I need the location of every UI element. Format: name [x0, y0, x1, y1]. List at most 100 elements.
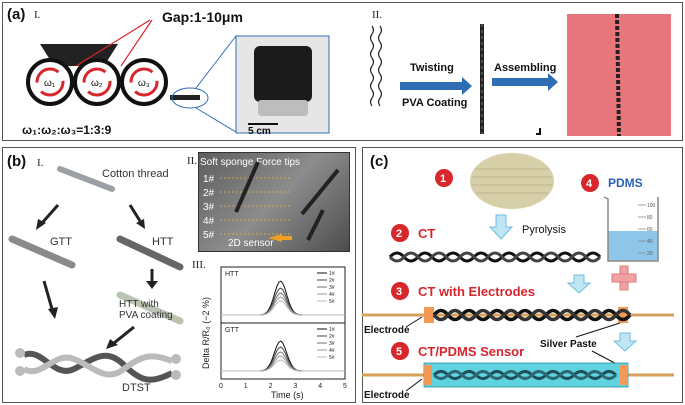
step1-label-a: Twisting	[410, 62, 454, 74]
response-curve-gtt-1	[221, 340, 345, 372]
photo-row-5: 5#	[203, 230, 215, 241]
arrow-htt-dtst-head	[106, 339, 118, 349]
panel-b-part3-label: III.	[192, 259, 206, 271]
panel-b-label: (b)	[7, 153, 27, 170]
step1-label-b: PVA Coating	[402, 97, 467, 109]
plus-icon	[611, 265, 637, 291]
silver-paste-right-1	[618, 307, 628, 323]
pyrolysis-label: Pyrolysis	[522, 224, 567, 236]
arrow-htt-pva-head	[146, 281, 158, 289]
step2-label: Assembling	[494, 62, 556, 74]
ct-electrodes-label: CT with Electrodes	[418, 284, 535, 299]
spool-lines	[472, 168, 552, 194]
force-tip-1-icon	[234, 161, 260, 213]
panel-c-label: (c)	[370, 153, 389, 170]
beaker-tick-60: 60	[647, 227, 653, 233]
output-fiber-icon	[170, 95, 200, 100]
twisting-arrow-icon	[400, 77, 472, 95]
x-tick-label: 1	[244, 383, 248, 390]
sensor-photo-overlay: Soft sponge Force tips 1# 2# 3# 4# 5# 2D…	[200, 157, 340, 249]
ct-pdms-label: CT/PDMS Sensor	[418, 344, 524, 359]
step4-number: 4	[586, 178, 593, 190]
plot-ylabel: Delta R/R₀ (−2 %)	[201, 297, 211, 369]
htt-pva-rod-icon	[116, 291, 184, 325]
roller-3-icon	[120, 58, 168, 106]
ct-label: CT	[418, 226, 435, 241]
arrow-htt-dtst	[113, 325, 135, 345]
htt-pva-label-b: PVA coating	[119, 310, 173, 321]
corner-mark	[536, 128, 541, 135]
step5-badge-icon	[391, 342, 409, 360]
pdms-coating	[423, 362, 629, 388]
step1-badge-icon	[435, 169, 453, 187]
silver-paste-pointer-1	[575, 322, 621, 338]
panel-c-diagram: 1 Pyrolysis 4 PDMS 100 80 60 40 20 2 CT …	[362, 153, 674, 401]
force-tip-3-icon	[306, 209, 325, 241]
htt-pva-label-a: HTT with	[119, 299, 159, 310]
beaker-ticks	[638, 204, 646, 254]
legend-label: 1#	[329, 327, 335, 333]
silver-paste-left-2	[424, 365, 432, 385]
panel-a-part1-label: I.	[34, 9, 41, 21]
pdms-label: PDMS	[608, 176, 643, 190]
roller-2-label: ω₂	[91, 78, 103, 89]
x-tick-label: 4	[318, 383, 322, 390]
arrow-gtt-dtst-head	[48, 307, 58, 319]
step3-badge-icon	[391, 282, 409, 300]
plot-bottom-frame	[220, 322, 346, 380]
step1-number: 1	[440, 173, 446, 185]
zoom-line-bottom	[195, 107, 237, 133]
gtt-label: GTT	[50, 236, 72, 248]
electrode-1-label: Electrode	[364, 325, 410, 336]
cotton-spool-icon	[470, 153, 554, 209]
spool-base-icon	[258, 100, 308, 116]
response-curve-htt-5	[221, 300, 345, 316]
ct-pdms-fiber-icon	[432, 370, 618, 380]
electrode-2-pointer	[405, 378, 423, 392]
roller-1-label: ω₁	[44, 78, 56, 89]
dtst-label: DTST	[122, 382, 151, 394]
panel-b-part2-label: II.	[187, 155, 198, 167]
response-curve-gtt-5	[221, 359, 345, 372]
plot-bottom-name: GTT	[225, 327, 240, 334]
force-tip-2-icon	[300, 168, 340, 216]
photo-row-1: 1#	[203, 174, 215, 185]
roller-3-label: ω₃	[138, 78, 150, 89]
photo-row-3: 3#	[203, 202, 215, 213]
step5-number: 5	[396, 346, 402, 358]
ratio-label: ω₁:ω₂:ω₃=1:3:9	[22, 123, 112, 137]
cotton-label: Cotton thread	[102, 168, 169, 180]
arrow-to-gtt-head	[36, 219, 46, 230]
htt-rod-icon	[116, 235, 184, 271]
x-tick-label: 5	[343, 383, 347, 390]
x-tick-label: 2	[269, 383, 273, 390]
photo-row-2: 2#	[203, 188, 215, 199]
response-curve-gtt-4	[221, 355, 345, 372]
down-arrow-1-icon	[566, 274, 592, 294]
plot-xlabel: Time (s)	[271, 390, 304, 400]
photo-row-4: 4#	[203, 216, 215, 227]
beaker-tick-20: 20	[647, 251, 653, 257]
panel-a-part2-label: II.	[372, 9, 383, 21]
fabric-fiber	[615, 13, 621, 137]
arrow-gtt-dtst	[42, 280, 54, 310]
silver-paste-left-1	[424, 307, 434, 323]
htt-label: HTT	[152, 236, 174, 248]
roller-2-icon	[73, 58, 121, 106]
dtst-twisted-icon	[15, 348, 181, 383]
beaker-tick-80: 80	[647, 215, 653, 221]
photo-top-label: Soft sponge Force tips	[200, 157, 300, 168]
ct-electrode-fiber-icon	[432, 308, 632, 322]
assembling-arrow-icon	[492, 73, 558, 91]
beaker-tick-40: 40	[647, 239, 653, 245]
roller-1-icon	[26, 58, 74, 106]
silver-paste-right-2	[620, 365, 628, 385]
pyrolysis-arrow-icon	[488, 214, 514, 240]
legend-label: 2#	[329, 334, 335, 340]
panel-b-diagram: Cotton thread GTT HTT HTT with PVA coati…	[8, 166, 184, 394]
response-curve-htt-3	[221, 292, 345, 316]
zoom-line-top	[195, 35, 237, 89]
photo-grid	[220, 177, 290, 235]
legend-label: 5#	[329, 299, 335, 305]
